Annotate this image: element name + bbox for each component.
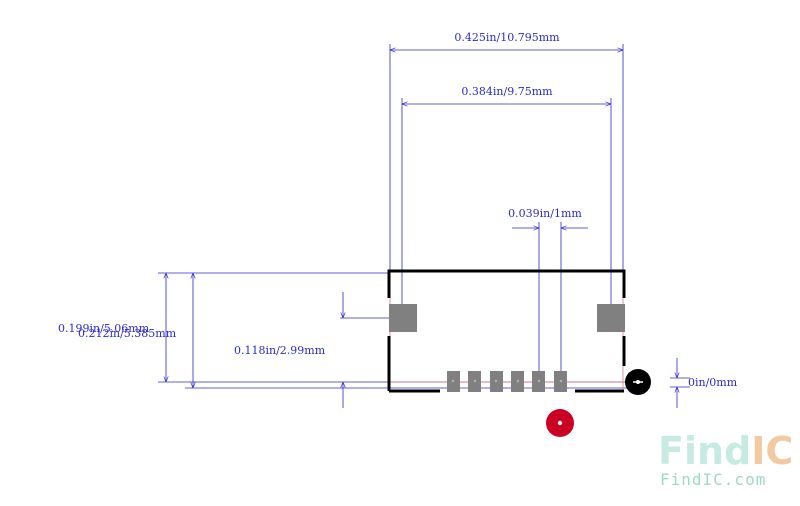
pin-pitch-label: 0.039in/1mm <box>508 207 582 220</box>
pin-centers <box>451 379 563 383</box>
origin-marker <box>625 369 651 395</box>
dimension-lines <box>166 50 677 408</box>
height-overlap-label: 0.212in/5.385mm <box>78 327 177 340</box>
watermark-url: FindIC.com <box>660 470 766 489</box>
mounting-pad-right <box>597 304 625 332</box>
pad-span-label: 0.384in/9.75mm <box>461 85 553 98</box>
mounting-pad-left <box>389 304 417 332</box>
svg-text:FindIC: FindIC <box>658 429 793 473</box>
extension-lines <box>158 44 690 389</box>
courtyard-lines <box>389 272 624 390</box>
logo-ic: IC <box>751 429 793 473</box>
overall-width-label: 0.425in/10.795mm <box>454 31 560 44</box>
origin-offset-label: 0in/0mm <box>688 376 738 389</box>
height-label: 0.199in/5.06mm <box>58 322 150 335</box>
component-outline <box>387 269 626 393</box>
pin1-marker <box>546 409 574 437</box>
signal-pins <box>447 371 567 392</box>
findic-watermark: FindIC FindIC.com <box>658 429 793 489</box>
logo-find: Find <box>658 429 751 473</box>
pad-offset-label: 0.118in/2.99mm <box>234 344 326 357</box>
